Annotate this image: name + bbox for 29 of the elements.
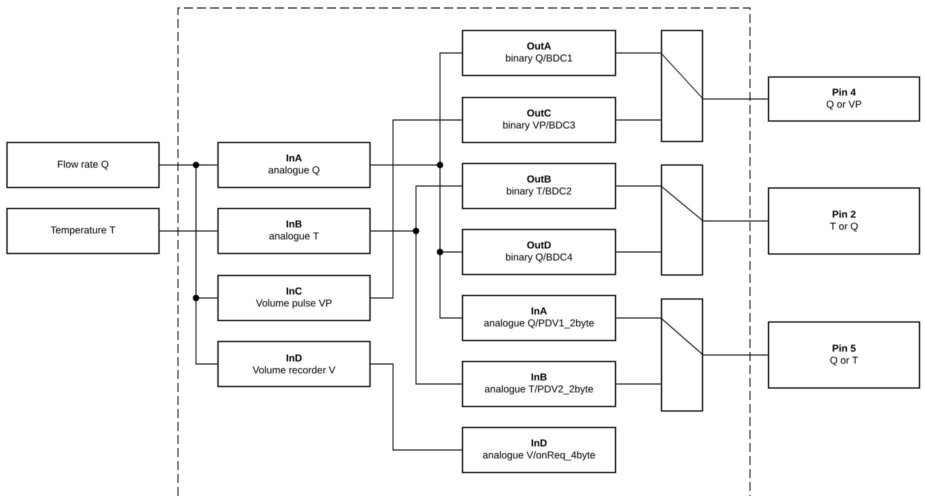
- connector-line: [370, 120, 462, 298]
- signal-box: InD Volume recorder V: [217, 340, 371, 388]
- signal-box: Pin 4 Q or VP: [768, 76, 920, 122]
- signal-box: InC Volume pulse VP: [217, 274, 371, 322]
- switch-box: [660, 164, 704, 276]
- connector-line: [159, 164, 218, 364]
- switch-box: [660, 30, 704, 142]
- input-box: Flow rate Q: [6, 142, 160, 188]
- signal-box: OutC binary VP/BDC3: [462, 96, 616, 144]
- connector-line: [370, 164, 462, 318]
- signal-box: InB analogue T: [217, 208, 371, 254]
- signal-box: InA analogue Q/PDV1_2byte: [462, 294, 616, 342]
- signal-box: Pin 2 T or Q: [768, 187, 920, 255]
- connector-line: [616, 52, 662, 54]
- signal-box: OutA binary Q/BDC1: [462, 30, 616, 76]
- signal-box: Pin 5 Q or T: [768, 321, 920, 389]
- signal-box: OutD binary Q/BDC4: [462, 228, 616, 276]
- connector-line: [702, 98, 768, 100]
- connector-line: [702, 220, 768, 222]
- switch-box: [660, 298, 704, 412]
- signal-box: InD analogue V/onReq_4byte: [462, 426, 616, 474]
- connector-line: [370, 364, 462, 450]
- signal-box: InB analogue T/PDV2_2byte: [462, 360, 616, 408]
- connector-line: [370, 230, 462, 384]
- input-box: Temperature T: [6, 208, 160, 254]
- signal-box: InA analogue Q: [217, 142, 371, 188]
- connector-line: [702, 354, 768, 356]
- connector-line: [159, 230, 218, 232]
- signal-box: OutB binary T/BDC2: [462, 162, 616, 210]
